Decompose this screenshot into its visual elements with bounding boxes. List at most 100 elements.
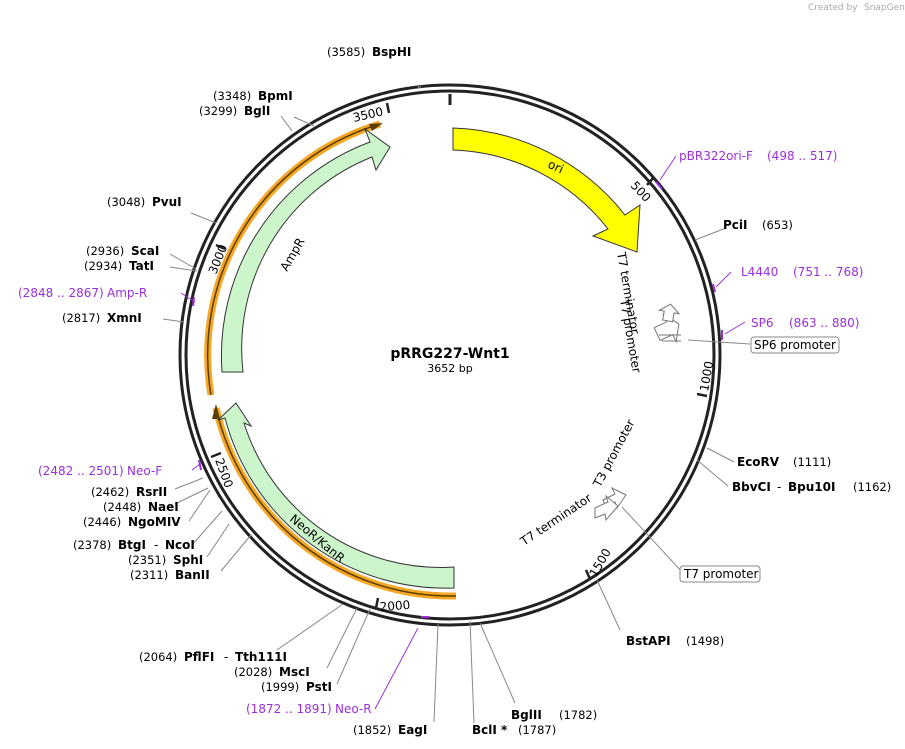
primer-marks xyxy=(192,181,723,618)
primer-sp6[interactable]: SP6 (863 .. 880) xyxy=(751,316,859,330)
enzyme-rsrii[interactable]: (2462) RsrII xyxy=(91,485,167,499)
enzyme-scai[interactable]: (2936) ScaI xyxy=(86,244,159,258)
bglii-name: BglII xyxy=(511,708,542,722)
credit-prefix: Created by xyxy=(808,3,858,13)
naei-position: (2448) xyxy=(103,500,141,514)
enzyme-psti[interactable]: (1999) PstI xyxy=(261,680,332,694)
bstapi-position: (1498) xyxy=(686,634,724,648)
ori-feature[interactable] xyxy=(452,127,641,253)
pvui-position: (3048) xyxy=(107,195,145,209)
bpu10i-name: Bpu10I xyxy=(788,480,835,494)
scale-ticks xyxy=(210,102,708,609)
bsphi-name: BspHI xyxy=(372,45,411,59)
enzyme-ngomiv[interactable]: (2446) NgoMIV xyxy=(83,515,181,529)
tick-1500 xyxy=(584,569,592,580)
msci-name: MscI xyxy=(279,665,310,679)
tth111i-name: Tth111I xyxy=(235,650,287,664)
psti-position: (1999) xyxy=(261,680,299,694)
orange-arc-upper-arrow xyxy=(369,123,383,131)
enzyme-tati[interactable]: (2934) TatI xyxy=(84,259,154,273)
primer-neo-r[interactable]: (1872 .. 1891) Neo-R xyxy=(246,702,372,716)
tick-2000 xyxy=(374,597,380,609)
neof-name: Neo-F xyxy=(127,464,162,478)
enzyme-msci[interactable]: (2028) MscI xyxy=(234,665,310,679)
tati-position: (2934) xyxy=(84,259,122,273)
ori-label: ori xyxy=(546,157,566,176)
primer-pbr322ori-f[interactable]: pBR322ori-F (498 .. 517) xyxy=(679,149,837,163)
btgi-position: (2378) xyxy=(73,538,111,552)
enzyme-leader-lines xyxy=(162,84,735,724)
enzyme-pcii[interactable]: PciI (653) xyxy=(723,218,793,232)
tick-2500 xyxy=(210,451,222,459)
enzyme-bstapi[interactable]: BstAPI (1498) xyxy=(626,634,724,648)
orange-arc-lower xyxy=(215,407,457,597)
t7-promoter-glyph-right xyxy=(657,303,681,323)
enzyme-ecorv[interactable]: EcoRV (1111) xyxy=(737,455,831,469)
ngomiv-name: NgoMIV xyxy=(128,515,181,529)
enzyme-bgli[interactable]: (3299) BglI xyxy=(199,104,270,118)
pbr322ori-name: pBR322ori-F xyxy=(679,149,753,163)
enzyme-bglii[interactable]: BglII (1782) xyxy=(511,708,597,722)
enzyme-bpmi[interactable]: (3348) BpmI xyxy=(213,89,293,103)
xmni-position: (2817) xyxy=(62,311,100,325)
pcii-position: (653) xyxy=(762,218,793,232)
orange-arc-lower-arrow xyxy=(212,404,220,419)
primer-l4440[interactable]: L4440 (751 .. 768) xyxy=(741,265,863,279)
enzyme-banii[interactable]: (2311) BanII xyxy=(130,568,210,582)
enzyme-pflfi-tth111i[interactable]: (2064) PflFI - Tth111I xyxy=(139,650,287,664)
primer-neo-f[interactable]: (2482 .. 2501) Neo-F xyxy=(38,464,162,478)
t7-promoter-box-label: T7 promoter xyxy=(683,567,759,581)
enzyme-sphi[interactable]: (2351) SphI xyxy=(128,553,203,567)
enzyme-bsphi[interactable]: (3585) BspHI xyxy=(327,45,411,59)
enzyme-naei[interactable]: (2448) NaeI xyxy=(103,500,179,514)
tick-label-2000: 2000 xyxy=(379,598,410,614)
sp6-promoter-box[interactable] xyxy=(750,336,840,354)
pvui-name: PvuI xyxy=(152,195,182,209)
tick-1000 xyxy=(696,392,708,398)
plasmid-name: pRRG227-Wnt1 xyxy=(390,346,509,362)
primer-amp-r[interactable]: (2848 .. 2867) Amp-R xyxy=(18,286,147,300)
neor-name: Neo-R xyxy=(335,702,372,716)
l4440-range: (751 .. 768) xyxy=(793,265,863,279)
sp6-promoter-leader xyxy=(687,339,751,345)
bbvci-separator: - xyxy=(777,480,781,494)
psti-name: PstI xyxy=(306,680,332,694)
enzyme-xmni[interactable]: (2817) XmnI xyxy=(62,311,142,325)
ampr-range: (2848 .. 2867) xyxy=(18,286,104,300)
bgli-position: (3299) xyxy=(199,104,237,118)
enzyme-pvui[interactable]: (3048) PvuI xyxy=(107,195,182,209)
rsrii-name: RsrII xyxy=(136,485,167,499)
tick-3500 xyxy=(385,102,391,114)
eagi-position: (1852) xyxy=(353,723,391,737)
sp6-promoter-glyph xyxy=(659,334,681,342)
tati-name: TatI xyxy=(129,259,154,273)
bgli-name: BglI xyxy=(244,104,270,118)
bpmi-name: BpmI xyxy=(258,89,293,103)
enzyme-bbvci-bpu10i[interactable]: BbvCI - Bpu10I (1162) xyxy=(732,480,891,494)
banii-name: BanII xyxy=(175,568,210,582)
t7-promoter-label-right: T7 promoter xyxy=(617,297,644,374)
t3-promoter-label: T3 promoter xyxy=(590,417,638,490)
neokan-feature[interactable] xyxy=(217,402,455,589)
ampr-label: AmpR xyxy=(277,235,307,273)
btgi-name: BtgI xyxy=(118,538,146,552)
neor-range: (1872 .. 1891) xyxy=(246,702,332,716)
xmni-name: XmnI xyxy=(107,311,142,325)
bcli-name: BclI * xyxy=(472,723,508,737)
backbone-inner-ring xyxy=(184,89,716,621)
ampr-primer-name: Amp-R xyxy=(107,286,147,300)
banii-position: (2311) xyxy=(130,568,168,582)
backbone-outer-ring xyxy=(178,83,722,627)
ampr-feature[interactable] xyxy=(220,127,391,373)
enzyme-btgi-ncoi[interactable]: (2378) BtgI - NcoI xyxy=(73,538,195,552)
enzyme-eagi[interactable]: (1852) EagI xyxy=(353,723,427,737)
pflfi-name: PflFI xyxy=(184,650,214,664)
plasmid-size: 3652 bp xyxy=(427,362,472,375)
t7-promoter-box[interactable] xyxy=(679,565,761,583)
pcii-name: PciI xyxy=(723,218,748,232)
naei-name: NaeI xyxy=(148,500,179,514)
t7-promoter-leader xyxy=(621,506,684,574)
bpmi-position: (3348) xyxy=(213,89,251,103)
enzyme-bcli[interactable]: BclI * (1787) xyxy=(472,723,556,737)
